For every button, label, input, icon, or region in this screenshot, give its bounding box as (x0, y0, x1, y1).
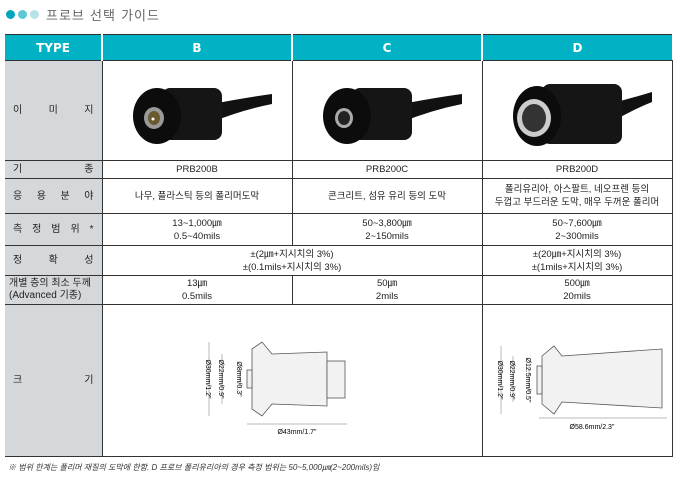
row-label-size: 크 기 (5, 304, 103, 457)
dim-bc-length: Ø43mm/1.7" (277, 429, 317, 436)
range-b-um: 13~1,000㎛ (172, 217, 222, 229)
dim-d-mid: Ø22mm/0.9" (508, 360, 515, 400)
accuracy-bc-um: ±(2㎛+지시치의 3%) (250, 248, 334, 260)
range-b-mils: 0.5~40mils (173, 230, 221, 242)
row-label-model: 기 종 (5, 160, 103, 179)
min-thickness-label2: (Advanced 기종) (9, 290, 82, 301)
header-d: D (481, 34, 672, 61)
application-d-line1: 폴리유리아, 아스팔트, 네오프렌 등의 (504, 184, 650, 195)
min-thickness-b: 13㎛ 0.5mils (101, 275, 293, 305)
row-label-accuracy: 정 확 성 (5, 245, 103, 276)
header-b: B (101, 34, 292, 61)
application-d-line2: 두껍고 부드러운 도막, 매우 두꺼운 폴리머 (494, 197, 660, 208)
model-d: PRB200D (481, 160, 673, 179)
header-type: TYPE (5, 34, 102, 61)
min-thickness-d: 500㎛ 20mils (481, 275, 673, 305)
accuracy-d-mils: ±(1mils+지시치의 3%) (531, 261, 623, 273)
application-b: 나무, 플라스틱 등의 폴리머도막 (101, 178, 293, 214)
row-label-min-thickness: 개별 층의 최소 두께(Advanced 기종) (5, 275, 103, 305)
probe-c-image (291, 60, 483, 161)
range-d-mils: 2~300mils (555, 230, 599, 242)
row-label-range: 측 정 범 위 * (5, 213, 103, 246)
footnote: ※ 범위 한계는 폴리머 재질의 도막에 한함. D 프로브 폴리유리아의 경우… (8, 463, 380, 472)
min-thickness-label1: 개별 층의 최소 두께 (9, 278, 91, 289)
range-c-um: 50~3,800㎛ (362, 217, 412, 229)
bullet-dot-icon (30, 10, 39, 19)
accuracy-bc: ±(2㎛+지시치의 3%)±(0.1mils+지시치의 3%) (101, 245, 483, 276)
dim-d-inner: Ø12.5mm/0.5" (524, 357, 531, 402)
dim-bc-mid: Ø22mm/0.9" (217, 359, 224, 399)
bullet-dot-icon (6, 10, 15, 19)
row-label-image: 이 미 지 (5, 60, 103, 161)
min-thickness-d-mils: 20mils (563, 291, 591, 302)
probe-d-dimension-drawing: Ø30mm/1.2" Ø22mm/0.9" Ø12.5mm/0.5" Ø58.6… (496, 344, 667, 431)
dim-d-length: Ø58.6mm/2.3" (569, 424, 614, 431)
dim-bc-inner: Ø8mm/0.3" (235, 361, 242, 397)
title-text: 프로브 선택 가이드 (46, 9, 160, 24)
range-c-mils: 2~150mils (365, 230, 409, 242)
header-c: C (291, 34, 482, 61)
min-thickness-c-um: 50㎛ (376, 278, 398, 289)
min-thickness-b-um: 13㎛ (186, 278, 208, 289)
size-diagram-bc: Ø30mm/1.2" Ø22mm/0.9" Ø8mm/0.3" Ø43mm/1.… (101, 304, 483, 457)
application-c: 콘크리트, 섬유 유리 등의 도막 (291, 178, 483, 214)
probe-b-image (101, 60, 293, 161)
min-thickness-c: 50㎛ 2mils (291, 275, 483, 305)
bullet-dot-icon (18, 10, 27, 19)
dim-d-outer: Ø30mm/1.2" (496, 360, 503, 400)
page-title: 프로브 선택 가이드 (6, 5, 160, 24)
accuracy-d: ±(20㎛+지시치의 3%)±(1mils+지시치의 3%) (481, 245, 673, 276)
size-diagram-d: Ø30mm/1.2" Ø22mm/0.9" Ø12.5mm/0.5" Ø58.6… (481, 304, 673, 457)
min-thickness-c-mils: 2mils (375, 291, 399, 302)
min-thickness-b-mils: 0.5mils (181, 291, 213, 302)
model-c: PRB200C (291, 160, 483, 179)
accuracy-bc-mils: ±(0.1mils+지시치의 3%) (242, 261, 342, 273)
model-b: PRB200B (101, 160, 293, 179)
min-thickness-d-um: 500㎛ (564, 278, 590, 289)
range-d-um: 50~7,600㎛ (552, 217, 602, 229)
dim-bc-outer: Ø30mm/1.2" (204, 359, 211, 399)
probe-d-image (481, 60, 673, 161)
row-label-application: 응 용 분 야 (5, 178, 103, 214)
probe-bc-dimension-drawing: Ø30mm/1.2" Ø22mm/0.9" Ø8mm/0.3" Ø43mm/1.… (204, 340, 347, 436)
accuracy-d-um: ±(20㎛+지시치의 3%) (532, 248, 622, 260)
